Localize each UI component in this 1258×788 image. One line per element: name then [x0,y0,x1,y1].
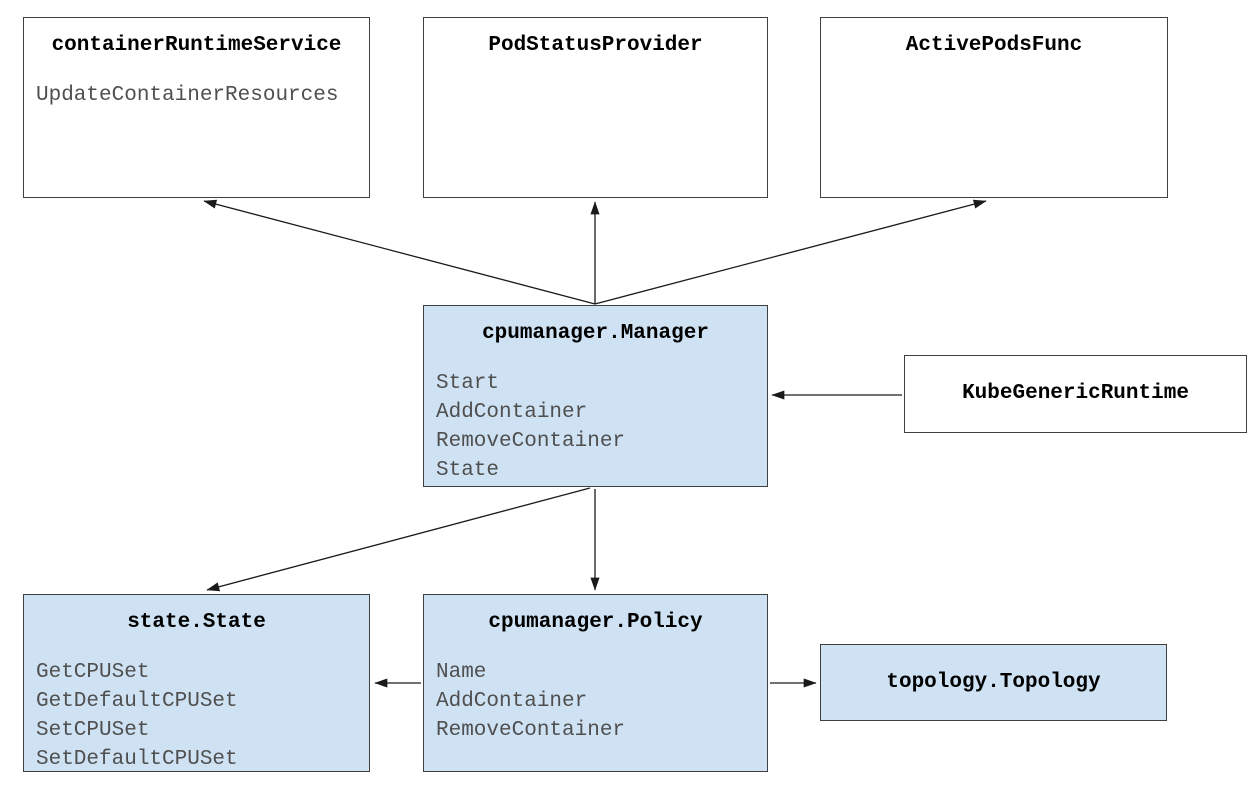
arrow-manager-to-containerruntimeservice [203,199,596,305]
member-label: AddContainer [436,690,588,713]
member-label: Name [436,661,487,684]
node-title: ActivePodsFunc [905,34,1083,57]
node-active-pods-func: ActivePodsFunc [820,17,1168,198]
member-label: UpdateContainerResources [36,84,339,107]
node-topology-topology: topology.Topology [820,644,1167,721]
member-label: RemoveContainer [436,719,626,742]
node-title: containerRuntimeService [51,34,342,57]
node-title: cpumanager.Policy [488,611,703,634]
arrow-manager-to-statestate [206,487,591,592]
node-title: KubeGenericRuntime [962,382,1189,405]
member-label: SetCPUSet [36,719,150,742]
arrow-manager-to-activepodsfunc [594,199,987,305]
node-members: GetCPUSet GetDefaultCPUSet SetCPUSet Set… [24,658,369,774]
node-pod-status-provider: PodStatusProvider [423,17,768,198]
node-title: PodStatusProvider [488,34,703,57]
node-title: cpumanager.Manager [482,322,709,345]
node-container-runtime-service: containerRuntimeService UpdateContainerR… [23,17,370,198]
member-label: GetDefaultCPUSet [36,690,238,713]
member-label: Start [436,372,500,395]
node-state-state: state.State GetCPUSet GetDefaultCPUSet S… [23,594,370,772]
node-cpumanager-manager: cpumanager.Manager Start AddContainer Re… [423,305,768,487]
member-label: RemoveContainer [436,430,626,453]
node-kube-generic-runtime: KubeGenericRuntime [904,355,1247,433]
node-members: Name AddContainer RemoveContainer [424,658,767,745]
member-label: GetCPUSet [36,661,150,684]
node-cpumanager-policy: cpumanager.Policy Name AddContainer Remo… [423,594,768,772]
member-label: State [436,459,500,482]
member-label: AddContainer [436,401,588,424]
node-title: topology.Topology [886,670,1101,694]
node-title: state.State [127,611,266,634]
node-members: UpdateContainerResources [24,81,369,110]
member-label: SetDefaultCPUSet [36,748,238,771]
node-members: Start AddContainer RemoveContainer State [424,369,767,485]
